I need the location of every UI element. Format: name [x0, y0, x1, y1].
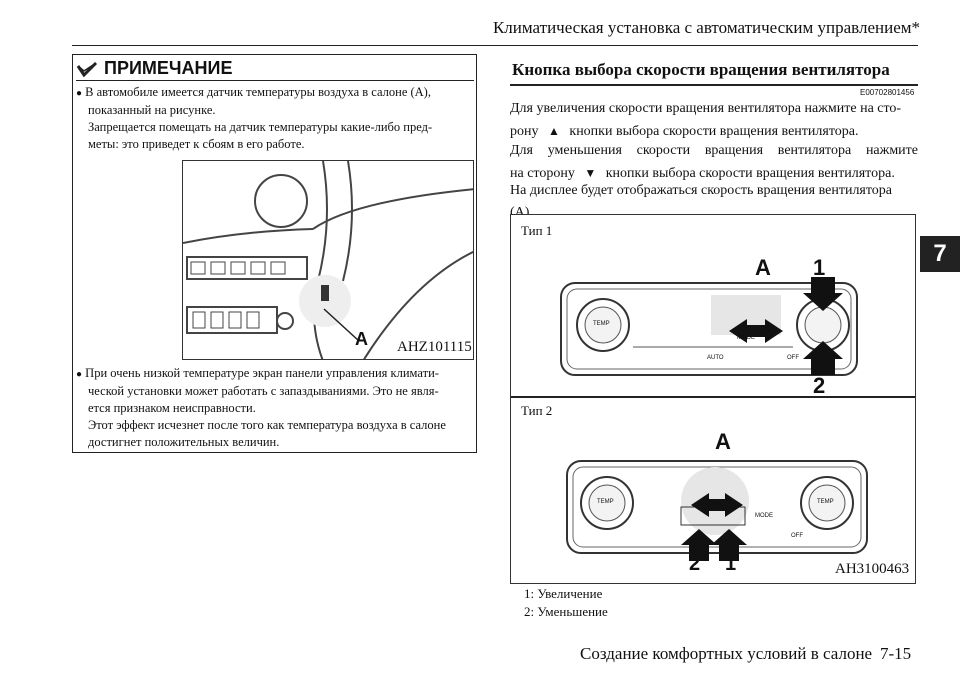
chapter-tab[interactable]: 7 — [920, 236, 960, 272]
note-item-2-line1: При очень низкой температуре экран панел… — [85, 366, 439, 380]
bullet-icon: ● — [76, 369, 83, 380]
note-item-1-line3: Запрещается помещать на датчик температу… — [88, 120, 433, 134]
note-item-1: ● В автомобиле имеется датчик температур… — [76, 84, 474, 153]
fig2-label-2-type1: 2 — [813, 373, 826, 398]
section-title: Кнопка выбора скорости вращения вентилят… — [512, 60, 890, 79]
note-item-2-line2: ческой установки может работать с запазд… — [88, 384, 439, 398]
legend-item-2: 2: Уменьшение — [524, 604, 608, 619]
note-icon — [76, 61, 98, 77]
type1-label: Тип 1 — [521, 223, 553, 238]
type2-label: Тип 2 — [521, 403, 553, 418]
note-item-2-line5: достигнет положительных величин. — [88, 435, 280, 449]
sensor-label-a: A — [355, 329, 368, 349]
note-item-1-line1: В автомобиле имеется датчик температуры … — [85, 85, 431, 99]
legend-item-1: 1: Увеличение — [524, 586, 603, 601]
section-para-1-line1: Для увеличения скорости вращения вентиля… — [510, 101, 902, 116]
para-2-prefix: на сторону — [510, 166, 575, 181]
footer-section-name: Создание комфортных условий в салоне — [580, 644, 873, 663]
fig2-label-1-type2: 1 — [725, 553, 737, 575]
up-triangle-icon: ▲ — [548, 124, 560, 138]
note-item-1-line2: показанный на рисунке. — [88, 103, 216, 117]
sensor-figure: A AHZ101115 — [182, 160, 474, 360]
note-item-1-line4: меты: это приведет к сбоям в его работе. — [88, 137, 305, 151]
off-label-type1: OFF — [787, 355, 799, 361]
mode-label-type2: MODE — [755, 513, 773, 519]
figure-code-2: AH3100463 — [835, 561, 910, 577]
para-1-suffix: кнопки выбора скорости вращения вентилят… — [569, 124, 859, 139]
section-divider — [510, 84, 918, 86]
off-label-type2: OFF — [791, 533, 803, 539]
mode-label-type1: MODE — [737, 335, 755, 341]
sensor-illustration — [183, 161, 473, 359]
fig2-label-a-type1: A — [755, 255, 771, 280]
note-item-2-line3: ется признаком неисправности. — [88, 401, 256, 415]
section-para-2-line2: на сторону ▼ кнопки выбора скорости вращ… — [510, 162, 918, 185]
para-1-prefix: рону — [510, 124, 539, 139]
fig2-label-a-type2: A — [715, 429, 731, 454]
temp-label-type1: TEMP — [593, 321, 610, 327]
temp-left-label-type2: TEMP — [597, 499, 614, 505]
bullet-icon: ● — [76, 88, 83, 99]
note-heading: ПРИМЕЧАНИЕ — [76, 58, 232, 79]
section-para-1-line2: рону ▲ кнопки выбора скорости вращения в… — [510, 120, 918, 143]
auto-label-type1: AUTO — [707, 355, 724, 361]
page-header-title: Климатическая установка с автоматическим… — [492, 18, 920, 37]
section-para-2-line1: Для уменьшения скорости вращения вентиля… — [510, 143, 918, 158]
note-heading-text: ПРИМЕЧАНИЕ — [104, 58, 233, 78]
figure-code-1: AHZ101115 — [397, 339, 472, 355]
section-code: E00702801456 — [860, 88, 915, 97]
fig2-label-1-type1: 1 — [813, 255, 826, 280]
note-divider — [76, 80, 474, 81]
fig2-label-2-type2: 2 — [689, 553, 701, 575]
header-divider — [72, 45, 918, 46]
note-item-2: ● При очень низкой температуре экран пан… — [76, 365, 474, 451]
note-box — [72, 54, 477, 453]
note-item-2-line4: Этот эффект исчезнет после того как темп… — [88, 418, 446, 432]
temp-right-label-type2: TEMP — [817, 499, 834, 505]
fan-control-figure: Тип 1 Тип 2 — [510, 214, 916, 584]
down-triangle-icon: ▼ — [584, 166, 597, 180]
footer-page-number: 7-15 — [880, 644, 912, 663]
para-2-suffix: кнопки выбора скорости вращения вентилят… — [605, 166, 895, 181]
panel-illustration — [511, 277, 915, 561]
